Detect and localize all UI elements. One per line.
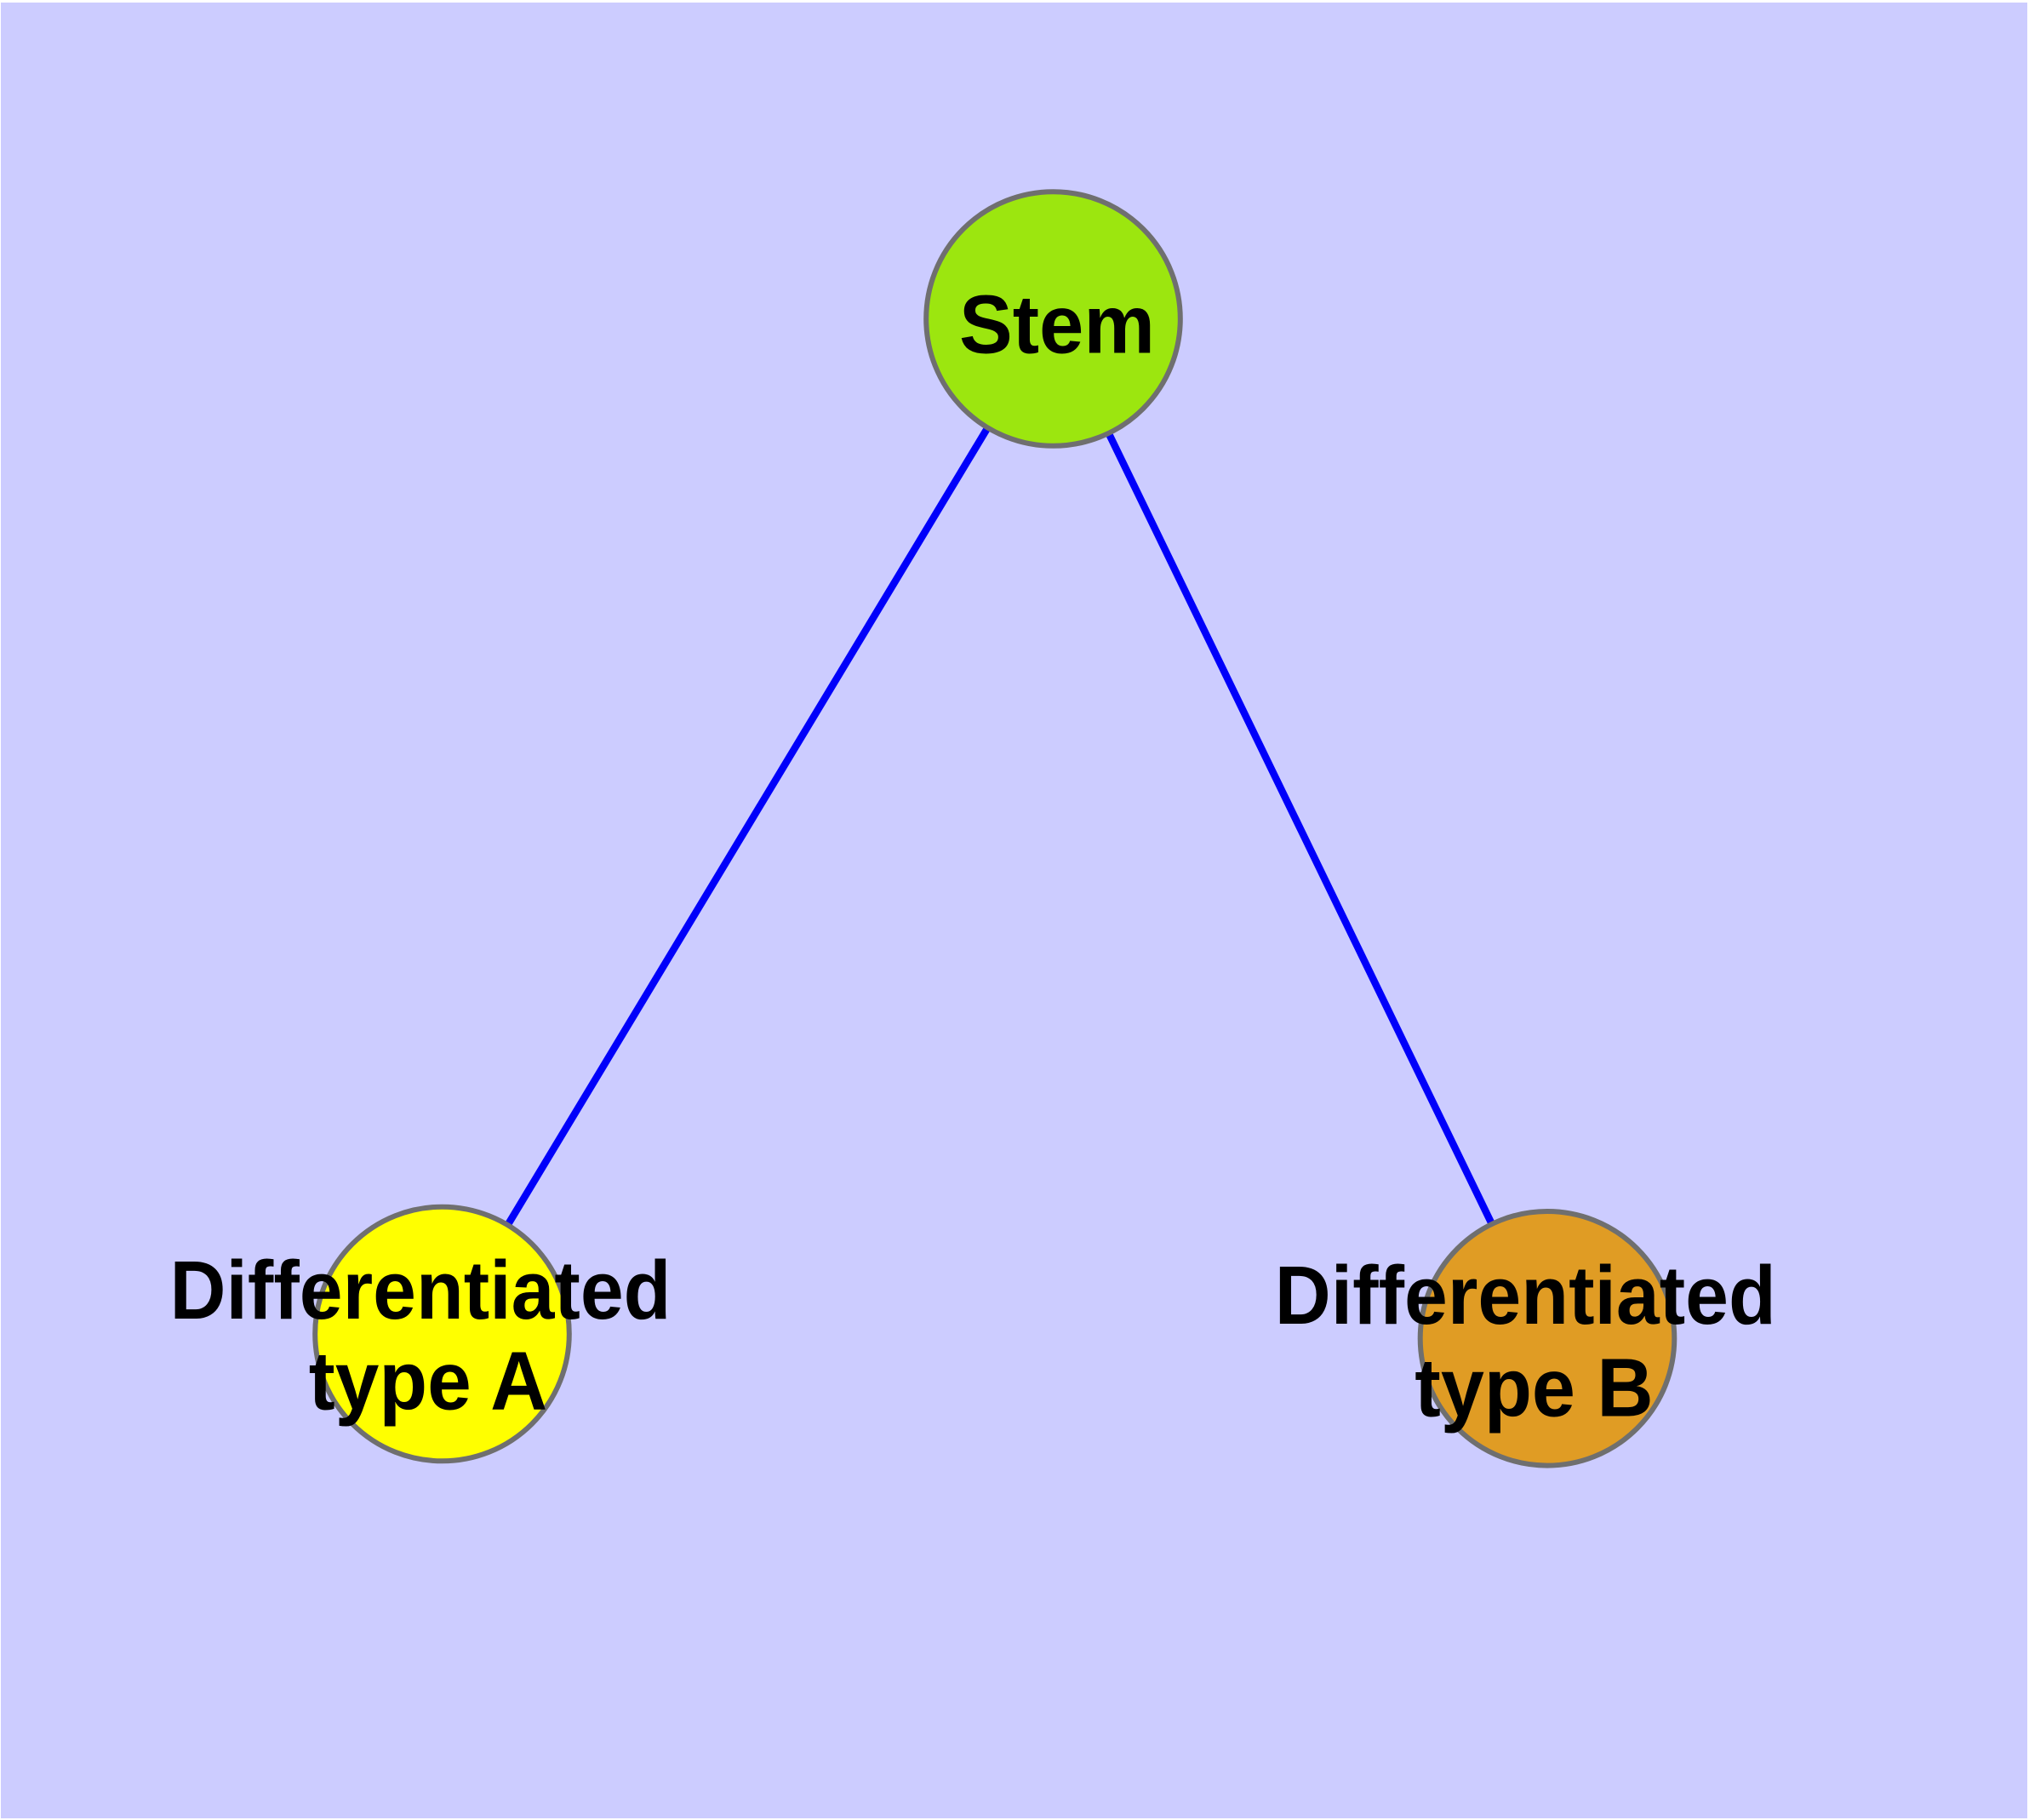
svg-text:Stem: Stem	[959, 278, 1155, 371]
svg-text:Differentiated: Differentiated	[170, 1244, 672, 1336]
svg-text:Differentiated: Differentiated	[1275, 1249, 1776, 1342]
svg-text:type A: type A	[309, 1335, 547, 1428]
svg-text:type B: type B	[1415, 1342, 1653, 1434]
